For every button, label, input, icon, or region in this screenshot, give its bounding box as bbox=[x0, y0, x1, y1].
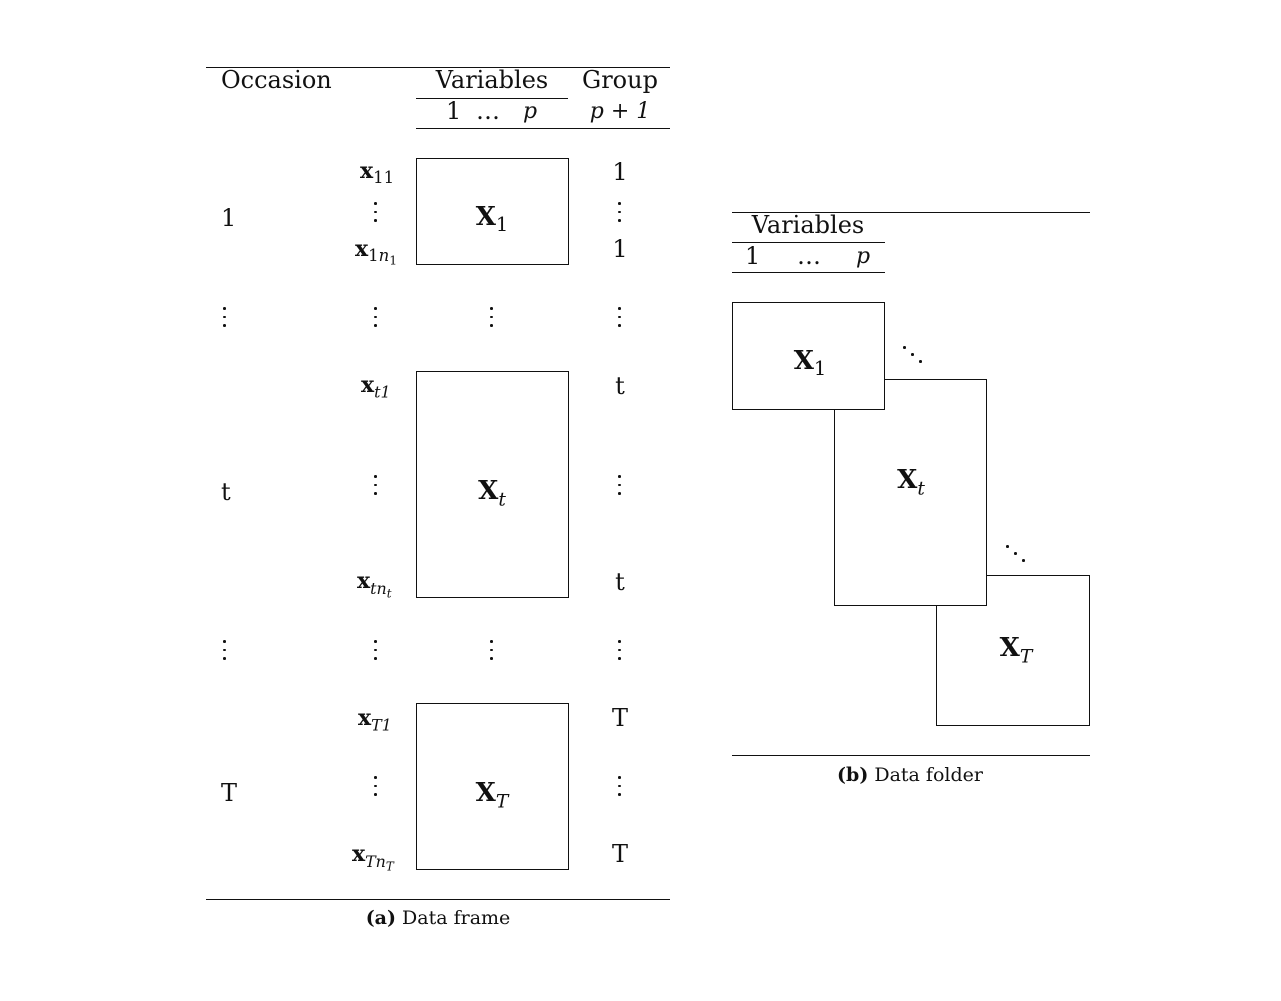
var-first-index: 1 bbox=[745, 242, 761, 270]
occasion-header: Occasion bbox=[221, 66, 332, 94]
var-dots: … bbox=[797, 242, 821, 270]
frame-top-rule bbox=[206, 67, 670, 68]
frame-header-rule bbox=[416, 128, 670, 129]
gap-vdots-icon bbox=[618, 640, 622, 666]
row-vdots-icon bbox=[374, 202, 378, 228]
variables-rule bbox=[732, 242, 885, 243]
occasion-label: t bbox=[221, 478, 231, 506]
group-value-first: t bbox=[615, 372, 625, 400]
group-col-index: p + 1 bbox=[589, 99, 651, 124]
folder-header-rule bbox=[732, 272, 885, 273]
folder-matrix-t bbox=[834, 379, 987, 606]
folder-top-rule bbox=[732, 212, 1090, 213]
matrix-label: Xt bbox=[478, 476, 506, 511]
matrix-label: X1 bbox=[793, 346, 827, 380]
group-vdots-icon bbox=[618, 475, 622, 501]
matrix-label: XT bbox=[999, 633, 1033, 668]
caption-text: Data folder bbox=[874, 764, 983, 786]
occasion-label: 1 bbox=[221, 204, 237, 232]
gap-vdots-icon bbox=[223, 307, 227, 333]
folder-bottom-rule bbox=[732, 755, 1090, 756]
matrix-block-t bbox=[416, 371, 569, 598]
group-vdots-icon bbox=[618, 202, 622, 228]
group-value-last: T bbox=[611, 840, 629, 868]
row-vdots-icon bbox=[374, 776, 378, 802]
row-vdots-icon bbox=[374, 475, 378, 501]
frame-caption: (a) Data frame bbox=[366, 909, 511, 928]
var-first-index: 1 bbox=[446, 97, 462, 125]
row-label-first: xt1 bbox=[361, 372, 391, 402]
matrix-label: X1 bbox=[475, 202, 509, 236]
group-value-first: T bbox=[611, 704, 629, 732]
variables-rule bbox=[416, 98, 568, 99]
caption-label: (b) bbox=[837, 764, 869, 786]
row-label-first: xT1 bbox=[358, 705, 392, 735]
frame-bottom-rule bbox=[206, 899, 670, 900]
matrix-block-T bbox=[416, 703, 569, 870]
var-last-index: p bbox=[856, 244, 871, 269]
folder-matrix-1 bbox=[732, 302, 885, 410]
folder-caption: (b) Data folder bbox=[837, 766, 983, 785]
occasion-label: T bbox=[221, 779, 238, 807]
caption-text: Data frame bbox=[402, 907, 511, 929]
gap-vdots-icon bbox=[374, 307, 378, 333]
group-header: Group bbox=[582, 66, 658, 94]
group-vdots-icon bbox=[618, 776, 622, 802]
group-value-last: 1 bbox=[612, 235, 628, 263]
row-label-last: xTnT bbox=[352, 841, 394, 874]
gap-vdots-icon bbox=[490, 307, 494, 333]
matrix-label: XT bbox=[475, 778, 509, 813]
var-dots: … bbox=[476, 97, 500, 125]
matrix-block-1 bbox=[416, 158, 569, 265]
group-value-last: t bbox=[615, 568, 625, 596]
gap-vdots-icon bbox=[374, 640, 378, 666]
row-label-first: x11 bbox=[360, 158, 395, 187]
gap-vdots-icon bbox=[223, 640, 227, 666]
gap-vdots-icon bbox=[490, 640, 494, 666]
gap-vdots-icon bbox=[618, 307, 622, 333]
group-value-first: 1 bbox=[612, 158, 628, 186]
var-last-index: p bbox=[523, 99, 538, 124]
variables-header: Variables bbox=[435, 66, 549, 94]
row-label-last: x1n1 bbox=[355, 236, 398, 268]
row-label-last: xtnt bbox=[357, 568, 392, 601]
caption-label: (a) bbox=[365, 907, 396, 929]
variables-header: Variables bbox=[751, 211, 865, 239]
matrix-label: Xt bbox=[897, 465, 925, 500]
